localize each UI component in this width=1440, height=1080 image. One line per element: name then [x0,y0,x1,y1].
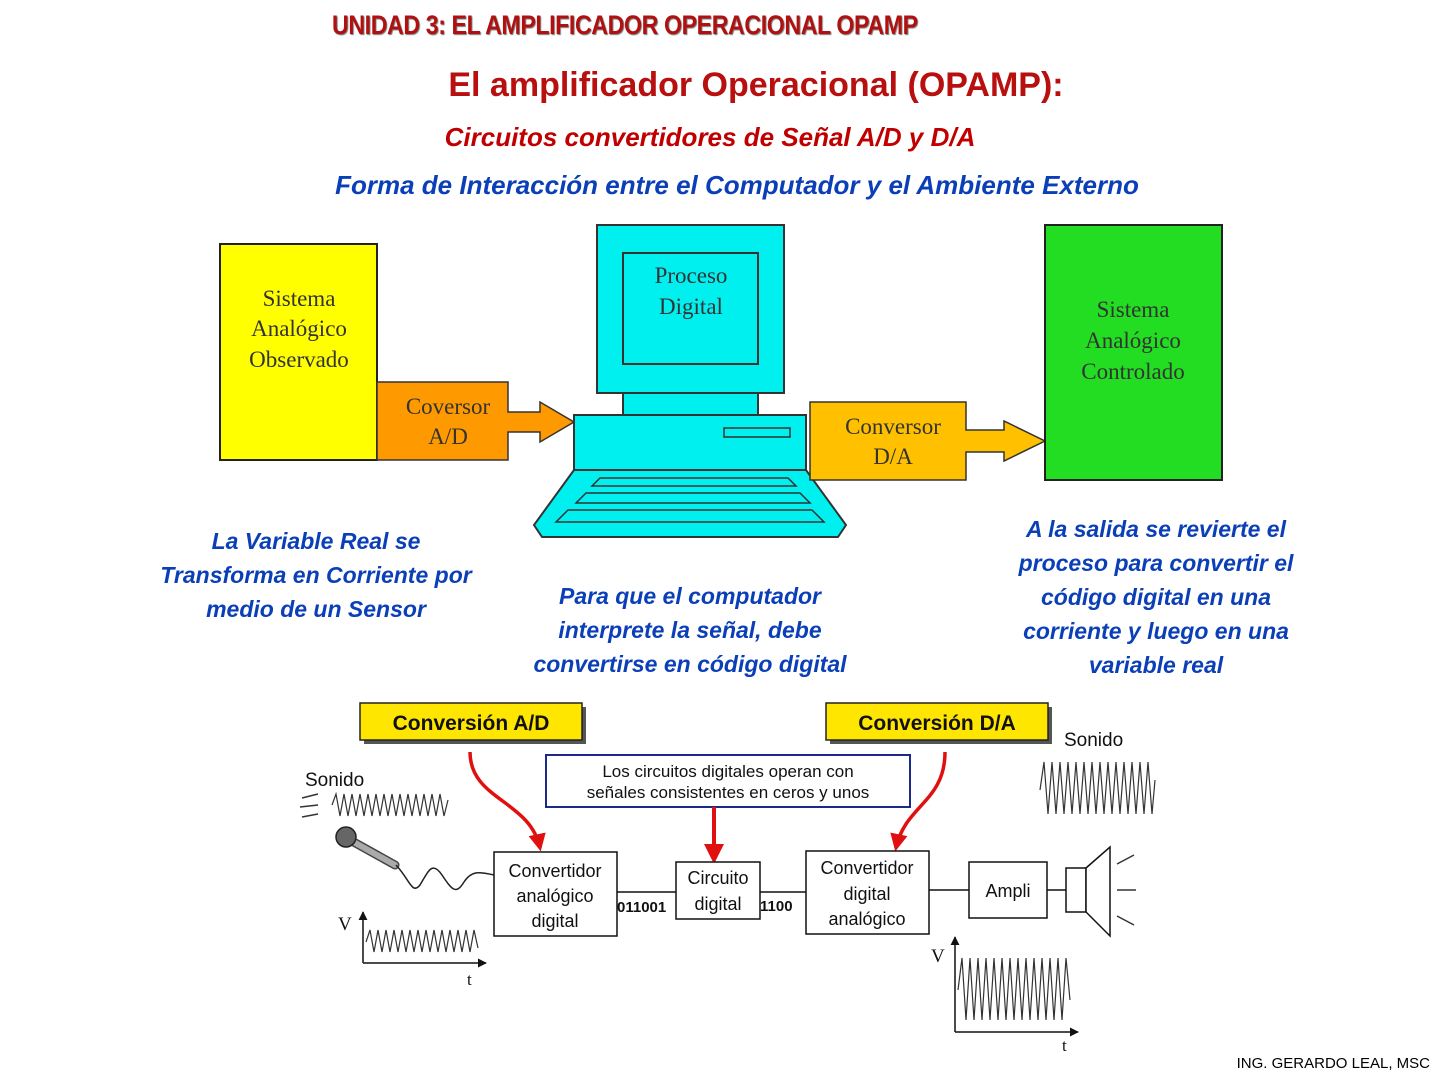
ad-pointer-arrow [468,751,546,852]
dac-block-line-3: analógico [828,909,905,929]
mic-signal-wave [395,864,495,891]
adc-block-line-3: digital [531,911,578,931]
da-conversion-text: Conversión D/A [858,712,1016,735]
da-converter-arrow [809,401,1047,481]
main-title: El amplificador Operacional (OPAMP): [448,66,1064,104]
observed-system-line-1: Sistema [263,286,336,311]
adc-block-line-1: Convertidor [508,861,601,881]
output-vt-graph [950,936,1079,1037]
da-converter-line-2: D/A [873,444,913,469]
controlled-system-box [1044,224,1223,481]
ad-converter-line-1: Coversor [406,394,491,419]
amplifier-block-label: Ampli [985,881,1030,901]
info-box-line-1: Los circuitos digitales operan con [602,762,853,781]
subtitle: Circuitos convertidores de Señal A/D y D… [444,122,976,152]
controlled-system-line-2: Analógico [1085,328,1181,353]
dac-block-line-2: digital [843,884,890,904]
dac-block [805,850,930,935]
da-converter-line-1: Conversor [845,414,941,439]
amplifier-block [968,861,1048,919]
ad-conversion-label [359,702,583,741]
circuit-block-line-2: digital [694,894,741,914]
input-vt-graph [358,911,487,968]
output-sound-wave [1039,761,1156,815]
bits-out: 1100 [760,898,793,915]
adc-block-line-2: analógico [516,886,593,906]
footer-author: ING. GERARDO LEAL, MSC [1236,1055,1430,1072]
ad-converter-arrow [376,381,576,461]
input-axis-v: V [338,914,352,935]
output-axis-t: t [1062,1036,1067,1055]
note-right: A la salida se revierte el proceso para … [1018,516,1294,678]
info-box [545,754,911,808]
input-sound-wave [331,791,449,817]
note-center: Para que el computador interprete la señ… [533,583,847,677]
system-diagram: Sistema Analógico Observado Coversor A/D… [219,224,1223,538]
speaker-icon [1065,845,1111,938]
sound-out-label: Sonido [1064,730,1123,751]
adc-block [493,851,618,937]
bits-in: 011001 [617,899,666,916]
computer-icon [532,224,848,538]
observed-system-line-2: Analógico [251,316,347,341]
section-title: Forma de Interacción entre el Computador… [335,170,1139,200]
observed-system-box [219,243,378,461]
unit-title: UNIDAD 3: EL AMPLIFICADOR OPERACIONAL OP… [332,10,918,40]
microphone-icon [335,826,400,870]
dac-block-line-1: Convertidor [820,858,913,878]
digital-process-line-1: Proceso [655,263,728,288]
sound-lines-icon [299,793,319,818]
conversion-diagram: Conversión A/D Conversión D/A Los circui… [299,702,1156,1055]
da-conversion-label [825,702,1049,741]
observed-system-line-3: Observado [249,347,349,372]
ad-converter-line-2: A/D [428,424,468,449]
circuit-block-line-1: Circuito [687,868,748,888]
controlled-system-line-1: Sistema [1097,297,1170,322]
ad-conversion-text: Conversión A/D [393,712,550,735]
controlled-system-line-3: Controlado [1081,359,1185,384]
digital-circuit-block [675,861,761,920]
output-axis-v: V [931,946,945,967]
digital-process-line-2: Digital [659,294,723,319]
sound-in-label: Sonido [305,770,364,791]
note-left: La Variable Real se Transforma en Corrie… [160,528,472,622]
info-box-line-2: señales consistentes en ceros y unos [587,783,870,802]
input-axis-t: t [467,970,472,989]
speaker-sound-lines-icon [1116,854,1136,926]
da-pointer-arrow [890,751,947,852]
